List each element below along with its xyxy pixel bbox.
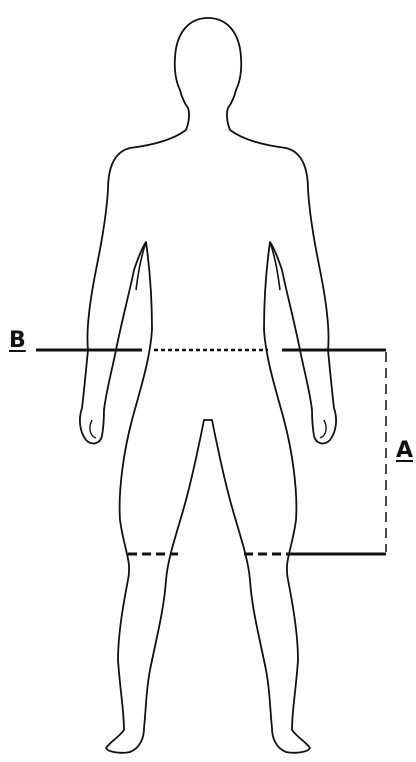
label-a: A: [396, 440, 413, 462]
label-b: B: [9, 330, 26, 352]
body-outline: [80, 18, 336, 753]
